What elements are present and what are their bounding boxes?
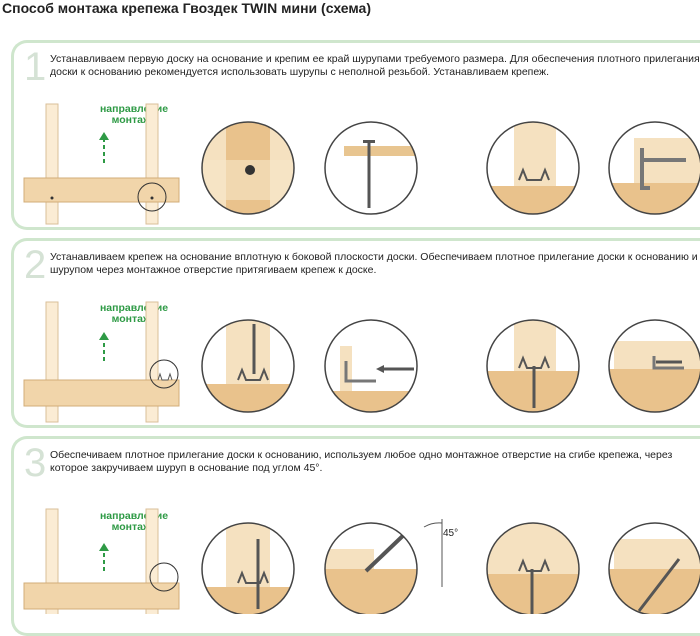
step-2-diagrams — [23, 301, 700, 423]
step-3-panel: 3 Обеспечиваем плотное прилегание доски … — [11, 436, 700, 636]
step-number: 1 — [24, 45, 47, 89]
detail-fastener-pulled — [609, 320, 700, 412]
page-title: Способ монтажа крепежа Гвоздек TWIN мини… — [2, 0, 371, 16]
overview-diagram — [23, 301, 180, 423]
step-description: Устанавливаем первую доску на основание … — [50, 53, 700, 78]
angle-indicator — [423, 519, 443, 587]
detail-fastener-side — [609, 122, 700, 214]
angle-label: 45° — [443, 528, 458, 539]
detail-screw-tightened — [487, 320, 579, 412]
step-description: Устанавливаем крепеж на основание вплотн… — [50, 251, 698, 276]
step-number: 2 — [24, 243, 47, 287]
detail-top-view — [202, 122, 294, 214]
step-1-diagrams — [23, 103, 700, 225]
step-3-diagrams: 45° — [23, 508, 700, 614]
overview-diagram — [23, 508, 180, 614]
detail-screw-fixed — [487, 523, 579, 614]
detail-screw-fastener — [202, 320, 294, 412]
overview-diagram — [23, 103, 180, 225]
step-description: Обеспечиваем плотное прилегание доски к … — [50, 449, 673, 474]
detail-screw-45 — [202, 523, 294, 614]
step-number: 3 — [24, 441, 47, 485]
step-2-panel: 2 Устанавливаем крепеж на основание впло… — [11, 238, 700, 428]
detail-angle-45 — [325, 523, 417, 614]
detail-screw-approach — [325, 320, 417, 412]
detail-screw-angled-base — [609, 523, 700, 614]
step-1-panel: 1 Устанавливаем первую доску на основани… — [11, 40, 700, 230]
detail-screw-side — [325, 122, 417, 214]
